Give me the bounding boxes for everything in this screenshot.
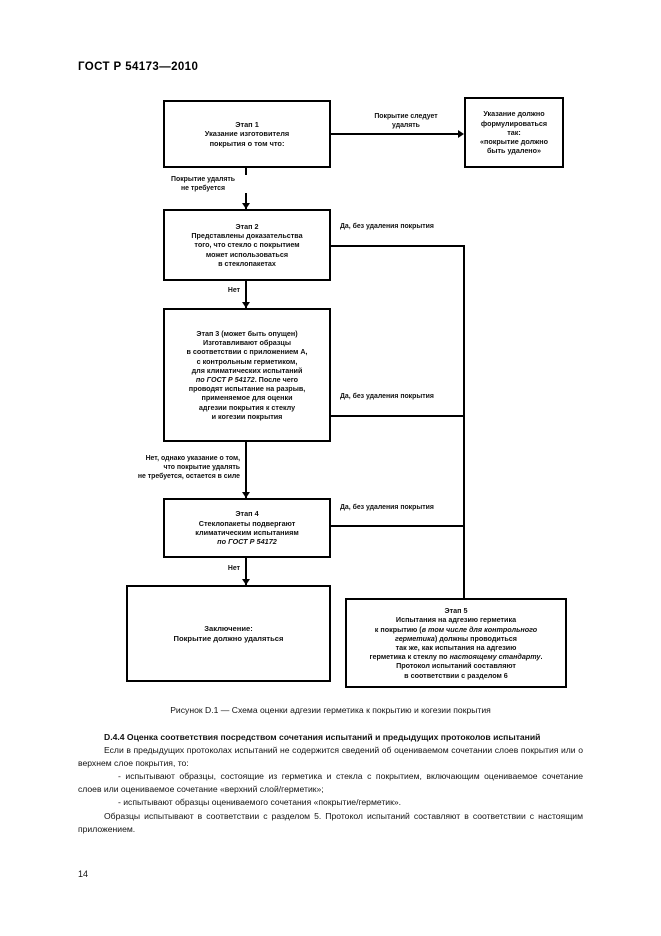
node-stage-4: Этап 4 Стеклопакеты подвергают климатиче… <box>163 498 331 558</box>
node-instruction-wording: Указание должно формулироваться так: «по… <box>464 97 564 168</box>
edge-label-no-1: Нет <box>198 286 242 296</box>
node-stage-5-line4-italic: герметика <box>395 633 435 643</box>
paragraph-intro: Если в предыдущих протоколах испытаний н… <box>78 745 583 769</box>
list-item-dash-1: - испытывают образцы, состоящие из герме… <box>78 771 583 795</box>
connector-stage4-yes <box>331 525 465 527</box>
node-stage-2: Этап 2 Представлены доказательства того,… <box>163 209 331 281</box>
node-stage-5-line6-italic: настоящему стандарту <box>449 652 541 662</box>
paragraph-samples: Образцы испытывают в соответствии с разд… <box>78 810 583 834</box>
node-conclusion: Заключение: Покрытие должно удаляться <box>126 585 331 682</box>
figure-caption: Рисунок D.1 — Схема оценки адгезии герме… <box>170 705 491 715</box>
node-stage-1: Этап 1 Указание изготовителя покрытия о … <box>163 100 331 168</box>
node-stage-5-title: Этап 5 <box>444 606 468 616</box>
page-number: 14 <box>78 869 89 879</box>
edge-label-no-removal-needed: Покрытие удалять не требуется <box>152 175 254 194</box>
edge-label-no-removal-needed-l2: не требуется <box>180 185 226 193</box>
node-stage-3-line6-wrap: по ГОСТ Р 54172. После чего <box>186 375 307 384</box>
connector-stage4-to-conclusion <box>245 558 247 585</box>
arrowhead-to-stage3 <box>242 302 250 308</box>
node-stage-2-title: Этап 2 <box>235 221 259 231</box>
node-stage-3-line2: Изготавливают образцы <box>203 338 291 348</box>
edge-label-yes-1: Да, без удаления покрытия <box>338 222 436 232</box>
node-stage-3-title: Этап 3 (может быть опущен) <box>196 328 298 338</box>
connector-stage3-to-stage4 <box>245 442 247 498</box>
node-note-line1: Указание должно <box>483 109 545 119</box>
node-note-line3: так: <box>507 127 521 137</box>
node-stage-5-line8: в соответствии с разделом 6 <box>404 670 508 680</box>
node-stage-4-line2: Стеклопакеты подвергают <box>198 518 296 528</box>
node-stage-3-line8: проводят испытание на разрыв, <box>188 384 306 394</box>
node-stage-5: Этап 5 Испытания на адгезию герметика к … <box>345 598 567 688</box>
connector-stage2-to-stage3 <box>245 281 247 308</box>
document-header: ГОСТ Р 54173—2010 <box>78 61 199 73</box>
node-stage-3-line9: применяемое для оценки <box>201 393 293 403</box>
edge-label-yes-3: Да, без удаления покрытия <box>338 503 436 513</box>
flowchart-figure: Этап 1 Указание изготовителя покрытия о … <box>108 97 567 688</box>
connector-merge-bus <box>463 245 465 598</box>
node-stage-4-title: Этап 4 <box>235 509 259 519</box>
body-text: D.4.4 Оценка соответствия посредством со… <box>78 731 583 836</box>
node-stage-2-line4: может использоваться <box>205 249 289 259</box>
list-item-dash-2: - испытывают образцы оцениваемого сочета… <box>118 797 402 808</box>
node-stage-3-line3: в соответствии с приложением А, <box>186 347 308 357</box>
node-stage-1-title: Этап 1 <box>235 119 259 129</box>
edge-label-no-2: Нет <box>198 564 242 574</box>
node-stage-3-line4: с контрольным герметиком, <box>196 356 298 366</box>
node-stage-5-line4-wrap: герметика) должны проводиться <box>370 634 543 643</box>
node-stage-5-line7: Протокол испытаний составляют <box>396 661 516 671</box>
node-note-line2: формулироваться <box>480 118 548 128</box>
connector-stage3-yes <box>331 415 465 417</box>
edge-label-no-however-l2: что покрытие удалять <box>163 464 240 472</box>
edge-label-no-removal-needed-l1: Покрытие удалять <box>171 176 235 183</box>
edge-label-remove-required: Покрытие следует удалять <box>352 112 460 131</box>
arrowhead-to-stage4 <box>242 492 250 498</box>
node-stage-3-line5: для климатических испытаний <box>191 365 303 375</box>
node-stage-3-line10: адгезии покрытия к стеклу <box>198 402 296 412</box>
node-stage-2-line2: Представлены доказательства <box>191 231 303 241</box>
arrowhead-to-stage2 <box>242 203 250 209</box>
node-stage-4-standard-ref: по ГОСТ Р 54172 <box>217 537 277 547</box>
edge-label-yes-2: Да, без удаления покрытия <box>338 392 436 402</box>
node-stage-3-standard-ref: по ГОСТ Р 54172 <box>195 375 255 384</box>
connector-stage2-yes <box>331 245 465 247</box>
edge-label-no-however-l1: Нет, однако указание о том, <box>145 455 240 462</box>
node-stage-5-line6: герметика к стеклу по <box>369 652 450 662</box>
node-stage-5-line4: ) должны проводиться <box>434 633 517 643</box>
section-heading-d44: D.4.4 Оценка соответствия посредством со… <box>104 732 541 742</box>
node-stage-5-line6-period: . <box>540 652 543 662</box>
node-stage-2-line5: в стеклопакетах <box>218 258 276 268</box>
node-stage-3-line11: и когезии покрытия <box>211 411 283 421</box>
node-conclusion-line1: Заключение: <box>204 623 253 633</box>
edge-label-remove-required-l2: удалять <box>392 122 420 130</box>
edge-label-no-however-l3: не требуется, остается в силе <box>137 473 240 481</box>
edge-label-remove-required-l1: Покрытие следует <box>374 113 438 120</box>
node-stage-5-line2: Испытания на адгезию герметика <box>395 615 517 625</box>
node-stage-5-line3-wrap: к покрытию (в том числе для контрольного <box>370 625 543 634</box>
node-stage-5-line3: к покрытию ( <box>374 624 422 634</box>
node-stage-5-line6-wrap: герметика к стеклу по настоящему стандар… <box>370 652 543 661</box>
node-stage-4-line4-wrap: по ГОСТ Р 54172 <box>195 537 298 546</box>
node-note-line5: быть удалено» <box>486 146 542 156</box>
node-stage-4-line3: климатическим испытаниям <box>195 528 299 537</box>
node-stage-3: Этап 3 (может быть опущен) Изготавливают… <box>163 308 331 442</box>
node-stage-5-line5: так же, как испытания на адгезию <box>395 643 517 652</box>
node-stage-2-line3: того, что стекло с покрытием <box>194 240 300 250</box>
connector-stage1-to-note1 <box>331 133 458 135</box>
edge-label-no-however: Нет, однако указание о том, что покрытие… <box>108 454 242 482</box>
node-stage-3-line7: . После чего <box>254 375 299 384</box>
arrowhead-to-conclusion <box>242 579 250 585</box>
node-stage-1-line2: Указание изготовителя <box>204 129 290 139</box>
node-stage-5-line3-italic: в том числе для контрольного <box>421 624 538 634</box>
node-conclusion-line2: Покрытие должно удаляться <box>173 633 284 643</box>
node-stage-1-line3: покрытия о том что: <box>209 138 285 148</box>
node-note-line4: «покрытие должно <box>480 137 548 147</box>
arrowhead-to-note1 <box>458 130 464 138</box>
